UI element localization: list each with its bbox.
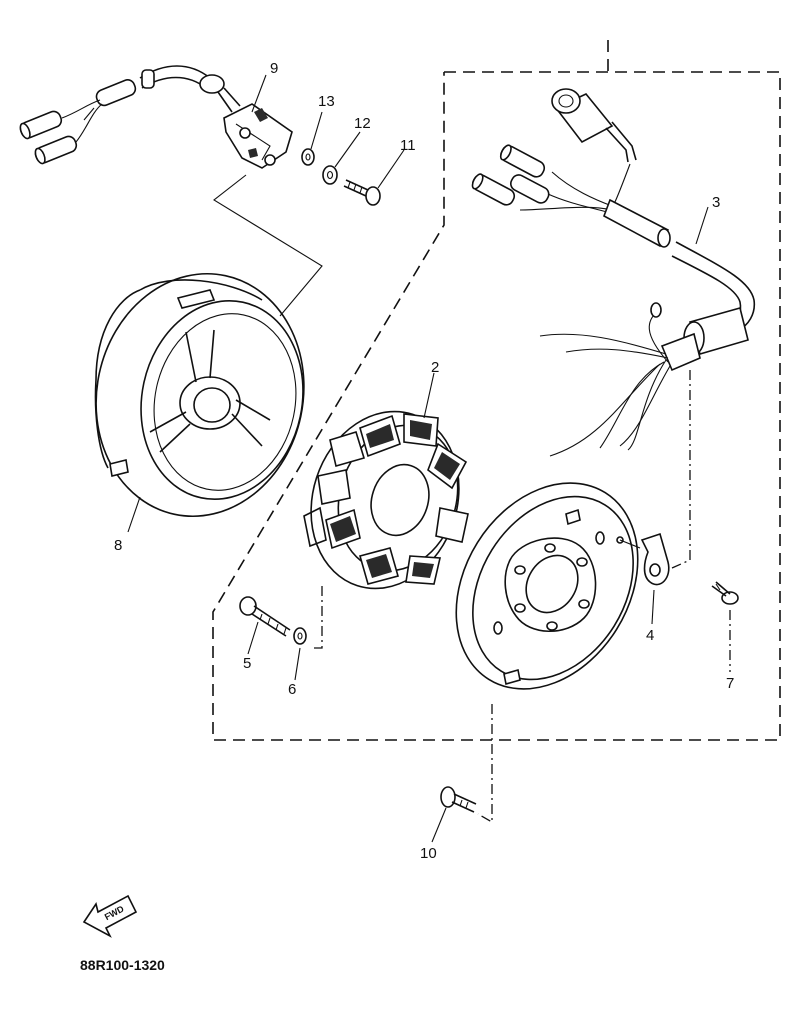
callout-labels: 2 3 4 5 6 7 8 9 10 11 12 13 <box>114 60 734 862</box>
screw-part-10 <box>431 786 477 843</box>
base-plate <box>455 482 641 690</box>
callout-6: 6 <box>288 681 296 698</box>
callout-2: 2 <box>431 359 439 376</box>
flywheel-rotor-part-8 <box>94 272 305 533</box>
callout-11: 11 <box>400 137 416 154</box>
callout-10: 10 <box>420 845 437 862</box>
screw-part-7 <box>711 581 739 672</box>
callout-4: 4 <box>646 627 654 644</box>
pickup-coil-part-9 <box>19 65 293 169</box>
clamp-part-4 <box>640 532 670 625</box>
callout-3: 3 <box>712 194 720 211</box>
callout-12: 12 <box>354 115 371 132</box>
washer-part-6 <box>293 627 307 681</box>
lead-wire-part-3 <box>471 88 756 457</box>
fwd-arrow-icon: FWD <box>82 894 138 938</box>
callout-5: 5 <box>243 655 251 672</box>
diagram-code: 88R100-1320 <box>80 957 165 973</box>
spring-washer-part-12 <box>322 131 361 185</box>
screw-part-5 <box>239 596 291 655</box>
callout-8: 8 <box>114 537 122 554</box>
stator-part-2 <box>303 372 469 590</box>
callout-9: 9 <box>270 60 278 77</box>
callout-7: 7 <box>726 675 734 692</box>
assembly-boundary <box>212 40 781 741</box>
washer-part-13 <box>301 111 323 166</box>
callout-13: 13 <box>318 93 335 110</box>
screw-part-11 <box>343 149 405 206</box>
